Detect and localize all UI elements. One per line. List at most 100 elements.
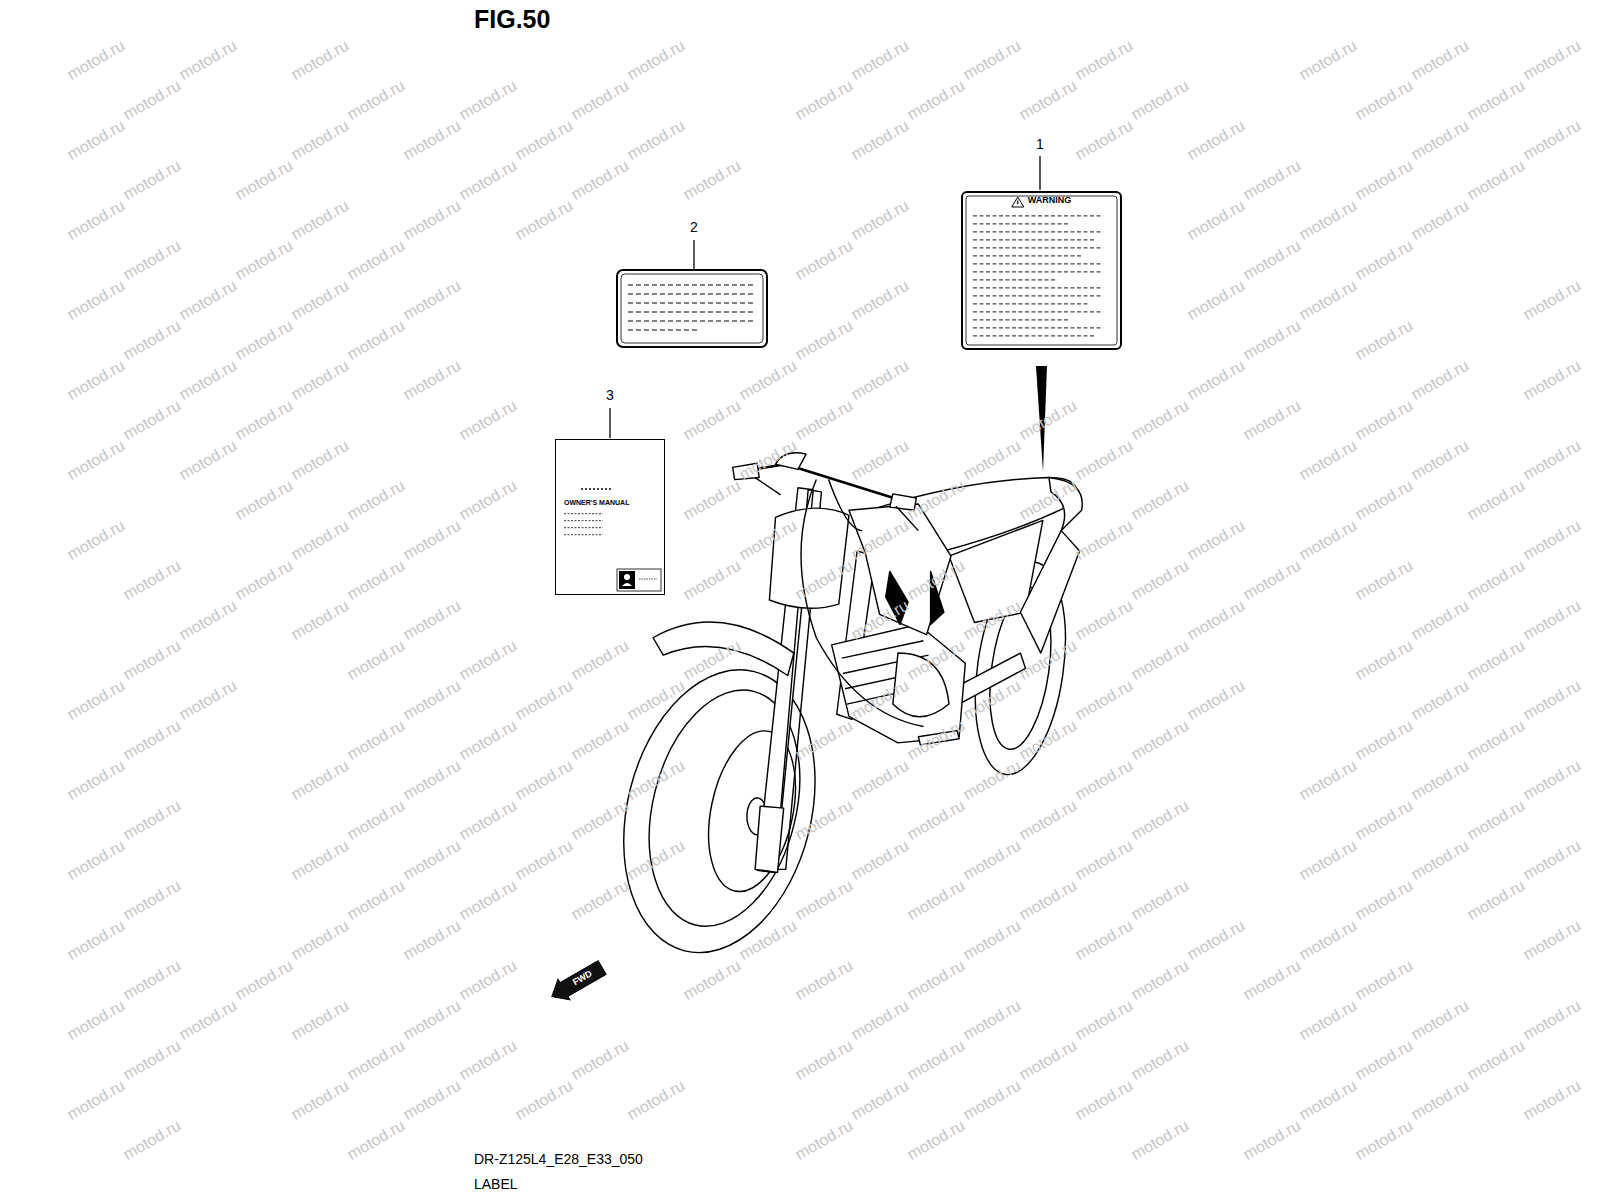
watermark: motod.ru — [1464, 1037, 1527, 1084]
watermark: motod.ru — [1072, 517, 1135, 564]
watermark: motod.ru — [344, 877, 407, 924]
text-dashes — [973, 319, 1069, 320]
watermark: motod.ru — [64, 997, 127, 1044]
watermark: motod.ru — [232, 157, 295, 204]
watermark: motod.ru — [1184, 597, 1247, 644]
watermark: motod.ru — [1128, 397, 1191, 444]
watermark: motod.ru — [1128, 1037, 1191, 1084]
watermark: motod.ru — [736, 357, 799, 404]
watermark: motod.ru — [456, 477, 519, 524]
watermark: motod.ru — [624, 37, 687, 84]
watermark: motod.ru — [232, 477, 295, 524]
watermark: motod.ru — [1128, 1117, 1191, 1164]
watermark: motod.ru — [1072, 997, 1135, 1044]
watermark: motod.ru — [1184, 117, 1247, 164]
watermark: motod.ru — [344, 317, 407, 364]
watermark: motod.ru — [1408, 997, 1471, 1044]
warning-mark — [1017, 201, 1018, 205]
watermark: motod.ru — [344, 1037, 407, 1084]
watermark: motod.ru — [400, 357, 463, 404]
watermark: motod.ru — [120, 1037, 183, 1084]
text-dashes — [973, 279, 1055, 280]
text-dashes — [973, 215, 1103, 216]
watermark: motod.ru — [64, 1077, 127, 1124]
watermark: motod.ru — [792, 397, 855, 444]
watermark: motod.ru — [680, 477, 743, 524]
watermark: motod.ru — [120, 157, 183, 204]
watermark: motod.ru — [1408, 837, 1471, 884]
watermark: motod.ru — [568, 1037, 631, 1084]
watermark: motod.ru — [1352, 77, 1415, 124]
watermark: motod.ru — [120, 637, 183, 684]
watermark: motod.ru — [1128, 717, 1191, 764]
watermark: motod.ru — [456, 717, 519, 764]
watermark: motod.ru — [232, 317, 295, 364]
watermark: motod.ru — [1296, 437, 1359, 484]
watermark: motod.ru — [1520, 37, 1583, 84]
arrow-shape — [546, 957, 608, 1007]
watermark: motod.ru — [1128, 77, 1191, 124]
watermark: motod.ru — [176, 597, 239, 644]
watermark: motod.ru — [680, 637, 743, 684]
watermark: motod.ru — [1352, 317, 1415, 364]
label-inner-border — [966, 196, 1117, 345]
watermark: motod.ru — [400, 197, 463, 244]
watermark: motod.ru — [960, 917, 1023, 964]
callout-number: 3 — [606, 388, 614, 403]
cover-icon-box — [617, 569, 661, 591]
watermark: motod.ru — [344, 637, 407, 684]
watermark: motod.ru — [960, 37, 1023, 84]
watermark: motod.ru — [1072, 757, 1135, 804]
watermark: motod.ru — [288, 357, 351, 404]
watermark: motod.ru — [1072, 917, 1135, 964]
watermark: motod.ru — [512, 837, 575, 884]
watermark: motod.ru — [512, 197, 575, 244]
node-outline — [555, 439, 665, 595]
watermark: motod.ru — [1296, 277, 1359, 324]
text-dashes — [973, 311, 1103, 312]
watermark: motod.ru — [792, 77, 855, 124]
watermark: motod.ru — [1296, 757, 1359, 804]
manual-title: OWNER'S MANUAL — [564, 499, 629, 507]
watermark: motod.ru — [568, 637, 631, 684]
watermark: motod.ru — [512, 117, 575, 164]
watermark: motod.ru — [1016, 637, 1079, 684]
watermark: motod.ru — [1520, 677, 1583, 724]
watermark: motod.ru — [904, 797, 967, 844]
section-name: LABEL — [474, 1177, 518, 1192]
watermark: motod.ru — [1352, 717, 1415, 764]
watermark: motod.ru — [1240, 317, 1303, 364]
watermark: motod.ru — [680, 557, 743, 604]
watermark: motod.ru — [1240, 237, 1303, 284]
watermark: motod.ru — [960, 837, 1023, 884]
watermark: motod.ru — [1408, 357, 1471, 404]
watermark: motod.ru — [288, 997, 351, 1044]
watermark: motod.ru — [960, 757, 1023, 804]
watermark: motod.ru — [1352, 797, 1415, 844]
watermark: motod.ru — [792, 877, 855, 924]
watermark: motod.ru — [120, 397, 183, 444]
watermark: motod.ru — [120, 1117, 183, 1164]
watermark: motod.ru — [64, 37, 127, 84]
watermark: motod.ru — [848, 437, 911, 484]
watermark: motod.ru — [1072, 437, 1135, 484]
watermark: motod.ru — [1464, 477, 1527, 524]
watermark: motod.ru — [904, 877, 967, 924]
watermark: motod.ru — [1352, 1117, 1415, 1164]
watermark: motod.ru — [64, 357, 127, 404]
watermark: motod.ru — [400, 837, 463, 884]
watermark: motod.ru — [848, 837, 911, 884]
text-dashes — [973, 295, 1103, 296]
watermark: motod.ru — [904, 637, 967, 684]
callout-number: 2 — [690, 220, 698, 235]
watermark: motod.ru — [456, 1037, 519, 1084]
watermark: motod.ru — [568, 877, 631, 924]
watermark: motod.ru — [1128, 877, 1191, 924]
forward-arrow: FWD — [546, 957, 608, 1007]
watermark: motod.ru — [1408, 197, 1471, 244]
watermark: motod.ru — [568, 77, 631, 124]
warning-label: WARNING — [961, 191, 1122, 350]
watermark: motod.ru — [1352, 477, 1415, 524]
watermark: motod.ru — [512, 1077, 575, 1124]
watermark: motod.ru — [960, 597, 1023, 644]
